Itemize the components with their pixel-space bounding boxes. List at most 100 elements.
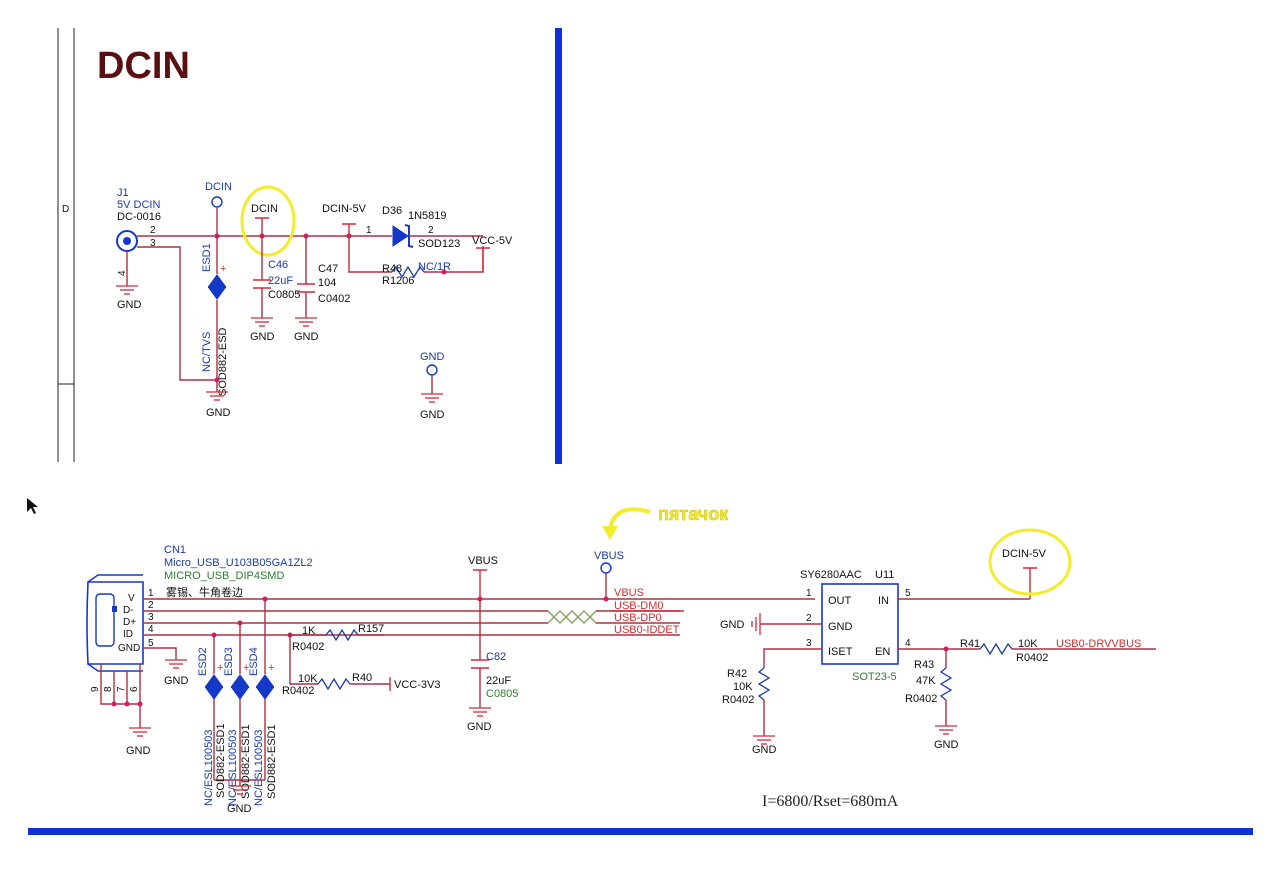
cn1-pin-name-v: V bbox=[128, 593, 135, 604]
highlight-dcin bbox=[240, 185, 296, 257]
dcin5v-net-label: DCIN-5V bbox=[322, 203, 367, 215]
cn1-part: Micro_USB_U103B05GA1ZL2 bbox=[164, 557, 313, 569]
r43-body bbox=[939, 667, 953, 701]
cn1-pin4: 4 bbox=[148, 624, 154, 635]
u11-pin-in: IN bbox=[878, 595, 889, 607]
esd1-diode-up bbox=[208, 274, 226, 287]
gnd-label-r43: GND bbox=[934, 739, 959, 751]
gnd-label-j1: GND bbox=[117, 299, 142, 311]
esd3-plus: + bbox=[243, 662, 249, 674]
junction-esd1-bottom bbox=[214, 377, 220, 383]
cn1-body bbox=[86, 581, 144, 665]
cn1-pin2: 2 bbox=[148, 600, 154, 611]
horizontal-divider bbox=[28, 828, 1253, 835]
esd4-plus: + bbox=[268, 662, 274, 674]
r41-ref: R41 bbox=[960, 638, 980, 650]
r40-ref: R40 bbox=[352, 672, 372, 684]
cn1-pin5-wire bbox=[143, 647, 177, 660]
r42-value: 10K bbox=[733, 681, 753, 693]
cn1-footprint: MICRO_USB_DIP4SMD bbox=[164, 570, 284, 582]
cn1-pin-name-dp: D+ bbox=[123, 617, 136, 628]
d36-pkg: SOD123 bbox=[418, 238, 460, 250]
d36-value: 1N5819 bbox=[408, 210, 447, 222]
gnd-symbol-j1 bbox=[116, 285, 138, 295]
r40-value: 10K bbox=[298, 673, 318, 685]
u11-pin-en: EN bbox=[875, 646, 890, 658]
diff-pair-crossing bbox=[547, 610, 597, 624]
gnd-symbol-c47 bbox=[295, 317, 317, 327]
dcin-port-circle bbox=[211, 196, 223, 208]
u11-pin-out: OUT bbox=[828, 595, 852, 607]
gnd-symbol-c46 bbox=[251, 317, 273, 327]
cn1-pin3: 3 bbox=[148, 612, 154, 623]
drvvbus-net: USB0-DRVVBUS bbox=[1056, 638, 1141, 650]
esd2-diode bbox=[205, 674, 223, 700]
vcc5v-tag bbox=[476, 247, 490, 272]
vbus-port-circle bbox=[600, 562, 612, 574]
junction-vbus-port bbox=[603, 596, 609, 602]
current-formula: I=6800/Rset=680mA bbox=[762, 793, 899, 810]
vcc3v3-label: VCC-3V3 bbox=[394, 679, 440, 691]
gnd-label-c46: GND bbox=[250, 331, 275, 343]
j1-jack-inner bbox=[123, 237, 131, 245]
junction-shell-1 bbox=[111, 701, 117, 707]
r43-value: 47K bbox=[916, 675, 936, 687]
esd3-diode bbox=[231, 674, 249, 700]
esd3-value: NC/ESL100503 bbox=[227, 730, 239, 806]
esd1-pkg: SOD882-ESD bbox=[217, 327, 229, 396]
c82-value: 22uF bbox=[486, 675, 511, 687]
r157-body bbox=[325, 628, 359, 642]
r48-ref: R48 bbox=[382, 263, 402, 275]
r157-ref: R157 bbox=[358, 623, 384, 635]
esd1-ref: ESD1 bbox=[201, 243, 213, 272]
d36-ref: D36 bbox=[382, 205, 402, 217]
gnd-label-cn1-shell: GND bbox=[126, 745, 151, 757]
u11-part: SY6280AAC bbox=[800, 569, 862, 581]
page-title: DCIN bbox=[97, 45, 190, 87]
dcin-net-label: DCIN bbox=[251, 203, 278, 215]
u11-pin-iset: ISET bbox=[828, 646, 853, 658]
j1-wire-pin3 bbox=[137, 246, 218, 381]
cn1-slot bbox=[95, 593, 115, 647]
u11-pin2-num: 2 bbox=[806, 613, 812, 624]
c46-ref: C46 bbox=[268, 259, 288, 271]
mouse-cursor-icon bbox=[27, 498, 38, 514]
esd3-pkg: SOD882-ESD1 bbox=[240, 724, 252, 799]
r48-pkg: R1206 bbox=[382, 275, 414, 287]
c46-value: 22uF bbox=[268, 275, 293, 287]
gnd-symbol-u11 bbox=[751, 613, 761, 635]
r48-body bbox=[391, 265, 425, 279]
cn1-pin9: 9 bbox=[90, 686, 101, 692]
gnd-symbol-port bbox=[421, 393, 443, 403]
d36-pin2: 2 bbox=[428, 225, 434, 236]
d36-body bbox=[392, 225, 409, 247]
vbus-port-label: VBUS bbox=[594, 550, 624, 562]
r42-ref: R42 bbox=[727, 668, 747, 680]
vbus-tag-label: VBUS bbox=[468, 555, 498, 567]
cn1-pin1: 1 bbox=[148, 588, 154, 599]
j1-value: 5V DCIN bbox=[117, 199, 160, 211]
gnd-label-r42: GND bbox=[752, 744, 777, 756]
gnd-label-cn1-pin5: GND bbox=[164, 675, 189, 687]
c47-pkg: C0402 bbox=[318, 293, 350, 305]
gnd-symbol-cn1-shell bbox=[129, 727, 151, 737]
gnd-symbol-esd bbox=[229, 785, 251, 795]
c46-pkg: C0805 bbox=[268, 289, 300, 301]
u11-pin3-num: 3 bbox=[806, 638, 812, 649]
r41-pkg: R0402 bbox=[1016, 652, 1048, 664]
j1-pin2: 2 bbox=[150, 225, 156, 236]
r42-pkg: R0402 bbox=[722, 694, 754, 706]
r157-pkg: R0402 bbox=[292, 641, 324, 653]
net-usb-dm0: USB-DM0 bbox=[614, 600, 664, 612]
esd3-ref: ESD3 bbox=[223, 647, 235, 676]
gnd-label-c82: GND bbox=[467, 721, 492, 733]
r40-pkg: R0402 bbox=[282, 685, 314, 697]
d36-pin1: 1 bbox=[366, 225, 372, 236]
r40-body bbox=[317, 677, 351, 691]
r157-value: 1K bbox=[302, 625, 316, 637]
u11-pin4-num: 4 bbox=[905, 638, 911, 649]
u11-pkg: SOT23-5 bbox=[852, 671, 897, 683]
net-usb-dp0: USB-DP0 bbox=[614, 612, 662, 624]
u11-pin5-num: 5 bbox=[905, 588, 911, 599]
